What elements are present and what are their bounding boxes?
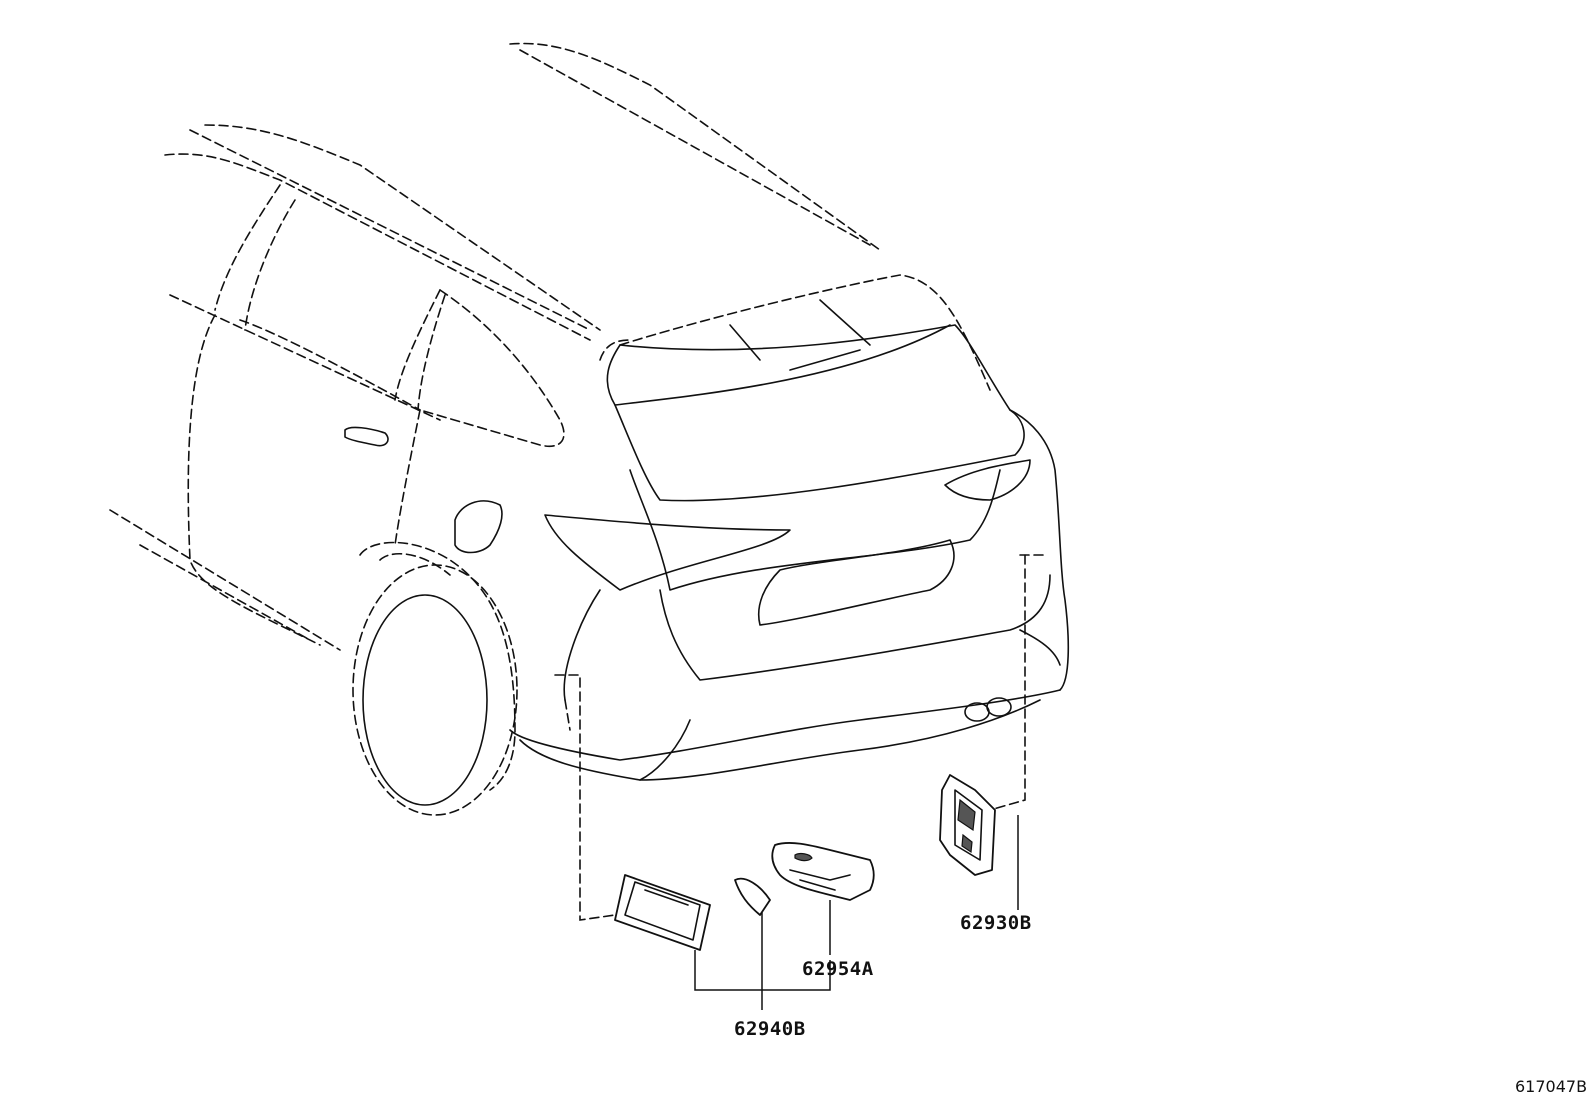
rear-wheel bbox=[352, 541, 518, 816]
rear-hatch bbox=[544, 274, 1070, 691]
part-62940B-frame bbox=[614, 874, 711, 951]
roof-rail-lines bbox=[164, 42, 881, 341]
part-62940B-insert bbox=[734, 877, 771, 916]
part-62954A-bracket bbox=[771, 842, 875, 901]
callout-62954A: 62954A bbox=[802, 958, 874, 980]
vehicle-side-body bbox=[109, 184, 565, 651]
rear-bumper bbox=[509, 589, 1061, 781]
part-62930B-plate bbox=[939, 774, 996, 876]
callout-62940B: 62940B bbox=[734, 1018, 806, 1040]
callout-62930B: 62930B bbox=[960, 912, 1032, 934]
callout-leaders bbox=[694, 815, 1019, 1010]
figure-number: 617047B bbox=[1515, 1077, 1588, 1096]
installation-leaders bbox=[554, 554, 1046, 921]
